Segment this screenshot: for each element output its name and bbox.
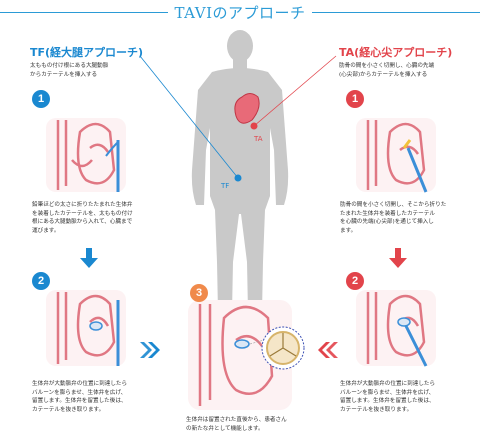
ta-step-1-badge: 1 [346, 90, 364, 108]
heart-illustration-final [188, 300, 292, 410]
heart-illustration-ta-2 [356, 290, 436, 367]
body-silhouette [191, 30, 289, 312]
page-title: TAVIのアプローチ [174, 4, 306, 22]
tf-step-2-badge: 2 [32, 272, 50, 290]
ta-marker-label: TA [254, 135, 263, 143]
title-rule-right [312, 12, 480, 13]
valve-closeup [249, 326, 305, 370]
arrow-down-tf [80, 248, 98, 268]
tf-step-2-text: 生体弁が大動脈弁の位置に到達したら バルーンを膨らませ、生体弁を広げ、 留置しま… [32, 381, 128, 413]
final-step-text: 生体弁は留置された直後から、患者さん の新たな弁として機能します。 [186, 417, 287, 432]
arrow-left-ta [318, 342, 338, 358]
heart-illustration-ta-1 [356, 118, 436, 193]
title-rule-left [0, 12, 168, 13]
tf-leader-line [139, 55, 239, 179]
final-step-badge: 3 [190, 284, 208, 302]
ta-step-2-badge: 2 [346, 272, 364, 290]
arrow-right-tf [140, 342, 160, 358]
arrow-down-ta [389, 248, 407, 268]
ta-heading: TA(経心尖アプローチ) [339, 46, 453, 59]
heart-illustration-tf-1 [46, 118, 126, 192]
tf-step-1-text: 鉛筆ほどの太さに折りたたまれた生体弁 を装着したカテーテルを、太ももの付け 根に… [32, 202, 133, 234]
torso-heart [234, 93, 260, 124]
tf-intro: 太ももの付け根にある大腿動脈 からカテーテルを挿入する [30, 63, 109, 78]
ta-step-2-text: 生体弁が大動脈弁の位置に到達したら バルーンを膨らませ、生体弁を広げ、 留置しま… [340, 381, 436, 413]
ta-intro: 肋骨の間を小さく切開し、心臓の先端 (心尖部)からカテーテルを挿入する [339, 63, 435, 78]
tf-marker-label: TF [221, 182, 230, 190]
ta-leader-line [253, 55, 337, 127]
heart-illustration-tf-2 [46, 290, 126, 366]
ta-step-1-text: 肋骨の間を小さく切開し、そこから折りた たまれた生体弁を装着したカテーテル を心… [340, 202, 447, 234]
tf-step-1-badge: 1 [32, 90, 50, 108]
tf-heading: TF(経大腿アプローチ) [30, 46, 144, 59]
